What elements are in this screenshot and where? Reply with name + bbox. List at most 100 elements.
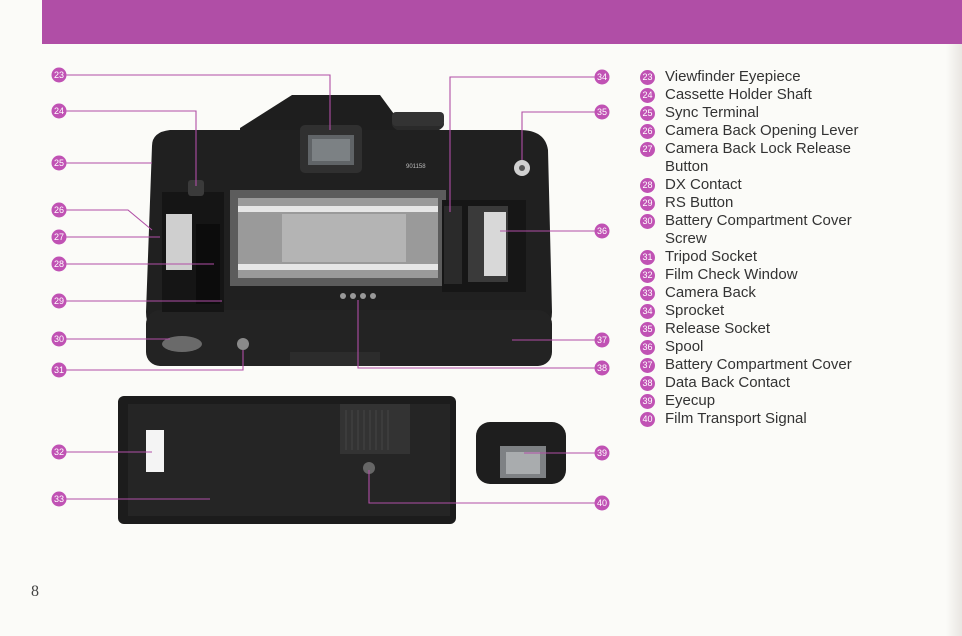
legend-label: Battery Compartment Cover Screw [665, 212, 852, 247]
legend-label: Eyecup [665, 392, 716, 409]
svg-text:29: 29 [54, 296, 64, 306]
legend-number: 30 [640, 214, 655, 229]
leader-lines [66, 74, 595, 504]
legend-number: 29 [640, 196, 655, 211]
callout-28: 28 [51, 256, 67, 272]
legend-label: Sprocket [665, 302, 725, 319]
legend-item: 40 Film Transport Signal [640, 410, 960, 428]
legend-number: 34 [640, 304, 655, 319]
camera-back-door-illustration [118, 396, 456, 524]
serial-number: 901158 [406, 164, 426, 170]
legend-number: 31 [640, 250, 655, 265]
svg-text:39: 39 [597, 448, 607, 458]
svg-text:26: 26 [54, 205, 64, 215]
svg-text:30: 30 [54, 334, 64, 344]
svg-text:33: 33 [54, 494, 64, 504]
legend-number: 33 [640, 286, 655, 301]
legend-item: 39 Eyecup [640, 392, 960, 410]
legend-number: 26 [640, 124, 655, 139]
legend-item: 29 RS Button [640, 194, 960, 212]
callout-25: 25 [51, 155, 67, 171]
callout-39: 39 [594, 445, 610, 461]
legend-label: Battery Compartment Cover [665, 356, 852, 373]
legend-item: 35 Release Socket [640, 320, 960, 338]
legend-item: 27 Camera Back Lock Release Button [640, 140, 960, 176]
callout-37: 37 [594, 332, 610, 348]
legend-item: 31 Tripod Socket [640, 248, 960, 266]
legend-label: Release Socket [665, 320, 771, 337]
legend-number: 35 [640, 322, 655, 337]
legend-item: 25 Sync Terminal [640, 104, 960, 122]
legend-number: 39 [640, 394, 655, 409]
callout-34: 34 [594, 69, 610, 85]
callout-31: 31 [51, 362, 67, 378]
legend-label: Camera Back Lock Release Button [665, 140, 851, 175]
callout-27: 27 [51, 229, 67, 245]
legend-number: 23 [640, 70, 655, 85]
legend-number: 40 [640, 412, 655, 427]
camera-body-illustration: 901158 [146, 95, 552, 366]
legend-number: 38 [640, 376, 655, 391]
callout-26: 26 [51, 202, 67, 218]
callout-30: 30 [51, 331, 67, 347]
callout-38: 38 [594, 360, 610, 376]
legend-item: 24 Cassette Holder Shaft [640, 86, 960, 104]
legend-number: 25 [640, 106, 655, 121]
legend-number: 27 [640, 142, 655, 157]
svg-text:40: 40 [597, 498, 607, 508]
svg-text:36: 36 [597, 226, 607, 236]
legend-label: Data Back Contact [665, 374, 791, 391]
legend-number: 37 [640, 358, 655, 373]
legend-label: DX Contact [665, 176, 742, 193]
svg-text:38: 38 [597, 363, 607, 373]
svg-text:25: 25 [54, 158, 64, 168]
callout-23: 23 [51, 67, 67, 83]
legend-number: 36 [640, 340, 655, 355]
svg-text:31: 31 [54, 365, 64, 375]
callout-24: 24 [51, 103, 67, 119]
callout-35: 35 [594, 104, 610, 120]
callout-33: 33 [51, 491, 67, 507]
legend-item: 28 DX Contact [640, 176, 960, 194]
legend-label: Tripod Socket [665, 248, 757, 265]
legend-item: 34 Sprocket [640, 302, 960, 320]
svg-text:23: 23 [54, 70, 64, 80]
legend-label: Film Check Window [665, 266, 798, 283]
callout-markers: 23 24 25 26 27 28 29 30 31 32 33 34 35 3… [51, 67, 610, 511]
legend-item: 37 Battery Compartment Cover [640, 356, 960, 374]
svg-text:27: 27 [54, 232, 64, 242]
legend-number: 32 [640, 268, 655, 283]
eyecup-illustration [476, 422, 566, 484]
callout-32: 32 [51, 444, 67, 460]
legend-label: Sync Terminal [665, 104, 759, 121]
callout-40: 40 [594, 495, 610, 511]
legend-label: RS Button [665, 194, 734, 211]
legend-label: Film Transport Signal [665, 410, 807, 427]
page-gutter-shadow [946, 44, 962, 636]
legend-number: 24 [640, 88, 655, 103]
legend-item: 38 Data Back Contact [640, 374, 960, 392]
parts-legend: 23 Viewfinder Eyepiece 24 Cassette Holder … [640, 68, 960, 428]
legend-item: 23 Viewfinder Eyepiece [640, 68, 960, 86]
svg-text:34: 34 [597, 72, 607, 82]
legend-label: Spool [665, 338, 704, 355]
svg-text:32: 32 [54, 447, 64, 457]
legend-item: 30 Battery Compartment Cover Screw [640, 212, 960, 248]
legend-number: 28 [640, 178, 655, 193]
svg-text:28: 28 [54, 259, 64, 269]
legend-label: Camera Back [665, 284, 756, 301]
page-number: 8 [31, 583, 39, 600]
legend-item: 32 Film Check Window [640, 266, 960, 284]
callout-36: 36 [594, 223, 610, 239]
svg-text:35: 35 [597, 107, 607, 117]
legend-item: 33 Camera Back [640, 284, 960, 302]
svg-text:24: 24 [54, 106, 64, 116]
callout-29: 29 [51, 293, 67, 309]
legend-label: Viewfinder Eyepiece [665, 68, 801, 85]
legend-label: Cassette Holder Shaft [665, 86, 812, 103]
legend-item: 36 Spool [640, 338, 960, 356]
header-band [42, 0, 962, 44]
svg-text:37: 37 [597, 335, 607, 345]
